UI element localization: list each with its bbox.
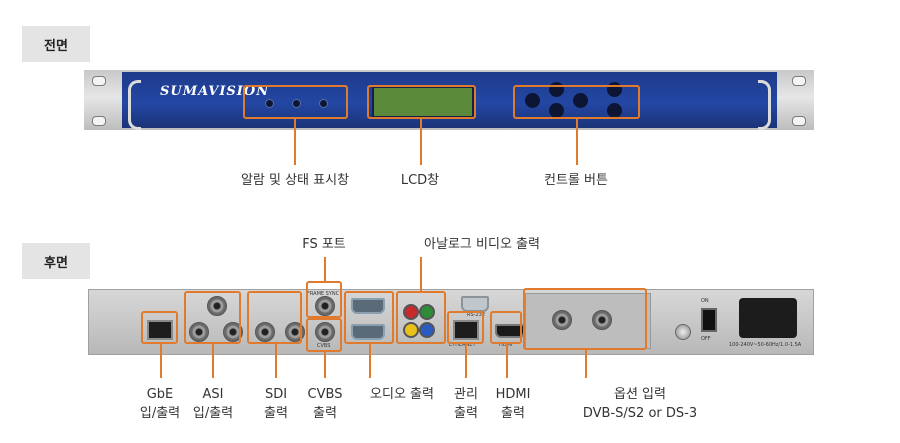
fs-port-label: FS 포트 xyxy=(302,237,346,252)
management-leader-line xyxy=(465,344,467,378)
gbe-highlight-box xyxy=(141,311,178,344)
rack-mount-hole xyxy=(92,76,106,86)
control-button-escape xyxy=(607,103,622,118)
lcd-leader-line xyxy=(420,119,422,165)
analog-video-leader-line xyxy=(420,257,422,291)
control-button-down xyxy=(549,103,564,118)
audio-leader-line xyxy=(369,344,371,378)
frame-sync-port-tag: FRAME SYNC xyxy=(307,291,340,297)
rack-mount-hole xyxy=(792,76,806,86)
audio-highlight-box xyxy=(344,291,394,344)
cvbs-label-line1: CVBS xyxy=(307,387,343,402)
cvbs-label-line2: 출력 xyxy=(313,406,337,421)
front-panel-image: SUMAVISION xyxy=(84,70,814,130)
asi-highlight-box xyxy=(184,291,241,344)
status-led xyxy=(265,99,274,108)
control-button-label: 컨트롤 버튼 xyxy=(544,173,608,188)
sdi-bnc-connector xyxy=(255,322,275,342)
option-input-plate xyxy=(525,293,651,349)
asi-leader-line xyxy=(212,344,214,378)
audio-dsub-connector xyxy=(351,298,385,314)
audio-output-label: 오디오 출력 xyxy=(370,387,434,402)
asi-label-line2: 입/출력 xyxy=(192,406,234,421)
sdi-label-line2: 출력 xyxy=(264,406,288,421)
brand-logo: SUMAVISION xyxy=(160,84,270,99)
fs-port-leader-line xyxy=(324,257,326,281)
status-led xyxy=(292,99,301,108)
power-inlet-socket xyxy=(739,298,797,338)
option-highlight-box xyxy=(523,288,647,350)
rack-mount-hole xyxy=(792,116,806,126)
cvbs-leader-line xyxy=(324,352,326,378)
rs232-connector xyxy=(461,296,489,312)
option-label-line1: 옵션 입력 xyxy=(614,387,666,402)
asi-label-line1: ASI xyxy=(202,387,224,402)
switch-on-tag: ON xyxy=(701,298,709,304)
alarm-status-label: 알람 및 상태 표시창 xyxy=(240,173,350,188)
audio-dsub-connector xyxy=(351,324,385,340)
management-highlight-box xyxy=(447,311,484,344)
rear-panel-image: FRAME SYNC CVBS RS-232 ETHERNET HDMI ON … xyxy=(88,289,814,355)
ground-screw xyxy=(675,324,691,340)
management-ethernet-port xyxy=(453,320,479,340)
rs232-port-tag: RS-232 xyxy=(467,312,485,318)
control-button-left xyxy=(525,93,540,108)
hdmi-highlight-box xyxy=(490,311,522,344)
control-leader-line xyxy=(576,119,578,165)
front-section-tag: 전면 xyxy=(22,26,90,62)
option-input-bnc-connector xyxy=(552,310,572,330)
alarm-leader-line xyxy=(294,119,296,165)
rear-section-tag: 후면 xyxy=(22,243,90,279)
rack-handle-left xyxy=(128,80,141,130)
power-rating-tag: 100-240V~50-60Hz/1.0-1.5A xyxy=(729,342,802,348)
rca-yellow-connector xyxy=(403,322,419,338)
power-switch xyxy=(701,308,717,332)
sdi-leader-line xyxy=(275,344,277,378)
frame-sync-bnc-connector xyxy=(315,296,335,316)
hdmi-label-line2: 출력 xyxy=(501,406,525,421)
switch-off-tag: OFF xyxy=(701,336,711,342)
gbe-leader-line xyxy=(160,344,162,378)
management-label-line2: 출력 xyxy=(454,406,478,421)
asi-bnc-connector xyxy=(223,322,243,342)
gbe-port xyxy=(147,320,173,340)
gbe-label-line2: 입/출력 xyxy=(139,406,181,421)
alarm-highlight-box xyxy=(243,85,348,119)
asi-bnc-connector xyxy=(189,322,209,342)
hdmi-port-tag: HDMI xyxy=(499,342,512,348)
rack-mount-hole xyxy=(92,116,106,126)
cvbs-bnc-connector xyxy=(315,322,335,342)
analog-video-label: 아날로그 비디오 출력 xyxy=(424,237,540,252)
lcd-label: LCD창 xyxy=(400,173,440,188)
rca-green-connector xyxy=(419,304,435,320)
ethernet-port-tag: ETHERNET xyxy=(449,342,476,348)
cvbs-port-tag: CVBS xyxy=(317,343,331,349)
rca-blue-connector xyxy=(419,322,435,338)
rca-red-connector xyxy=(403,304,419,320)
hdmi-label-line1: HDMI xyxy=(495,387,531,402)
control-highlight-box xyxy=(513,85,640,119)
rack-handle-right xyxy=(758,80,771,130)
hdmi-leader-line xyxy=(506,344,508,378)
sdi-highlight-box xyxy=(247,291,302,344)
analog-video-highlight-box xyxy=(396,291,446,344)
status-led xyxy=(319,99,328,108)
management-label-line1: 관리 xyxy=(454,387,478,402)
cvbs-highlight-box xyxy=(306,318,342,352)
option-label-line2: DVB-S/S2 or DS-3 xyxy=(582,406,698,421)
front-faceplate: SUMAVISION xyxy=(122,72,777,130)
fs-port-highlight-box xyxy=(306,281,342,318)
lcd-highlight-box xyxy=(367,85,476,119)
asi-bnc-connector xyxy=(207,296,227,316)
control-button-right xyxy=(573,93,588,108)
option-leader-line xyxy=(585,350,587,378)
gbe-label-line1: GbE xyxy=(146,387,174,402)
option-input-bnc-connector xyxy=(592,310,612,330)
sdi-label-line1: SDI xyxy=(264,387,288,402)
